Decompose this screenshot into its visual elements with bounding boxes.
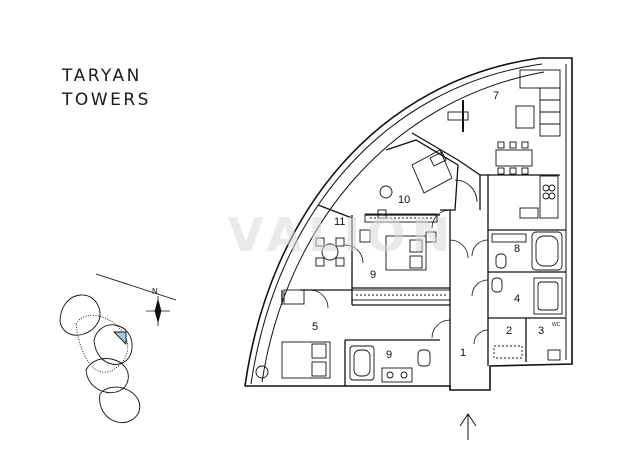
room-number: 2 (506, 325, 512, 337)
north-label: N (152, 287, 158, 296)
room-11-furniture (315, 229, 371, 267)
room-number: 10 (398, 194, 410, 206)
room-number: 9 (386, 349, 392, 361)
room-number: 8 (514, 243, 520, 255)
site-plan (59, 273, 177, 424)
outer-wall (244, 57, 573, 391)
room-number: 1 (460, 347, 466, 359)
living-furniture (447, 69, 561, 219)
bathroom-9-fixtures (349, 345, 431, 383)
room-number: 3 (538, 325, 544, 337)
room-number: 4 (514, 293, 520, 305)
brand-line-1: TARYAN (62, 66, 142, 86)
bathroom-8-fixtures (491, 231, 563, 271)
entrance-arrow-icon (459, 413, 477, 440)
bedroom-9-furniture (351, 231, 451, 301)
compass-rose-icon (146, 296, 170, 326)
room-number: 7 (493, 90, 499, 102)
room-4-fixtures (491, 277, 563, 315)
watermark: VALION (228, 208, 457, 262)
room-number: 5 (312, 321, 318, 333)
wc-tag: WC (552, 322, 561, 328)
room-2-3-fixtures (493, 345, 561, 361)
bedroom-5-furniture (255, 289, 331, 379)
doors (309, 179, 489, 345)
brand-line-2: TOWERS (62, 90, 151, 110)
room-number: 9 (370, 269, 376, 281)
bedroom-10-furniture (364, 149, 453, 223)
room-number: 11 (334, 216, 345, 228)
